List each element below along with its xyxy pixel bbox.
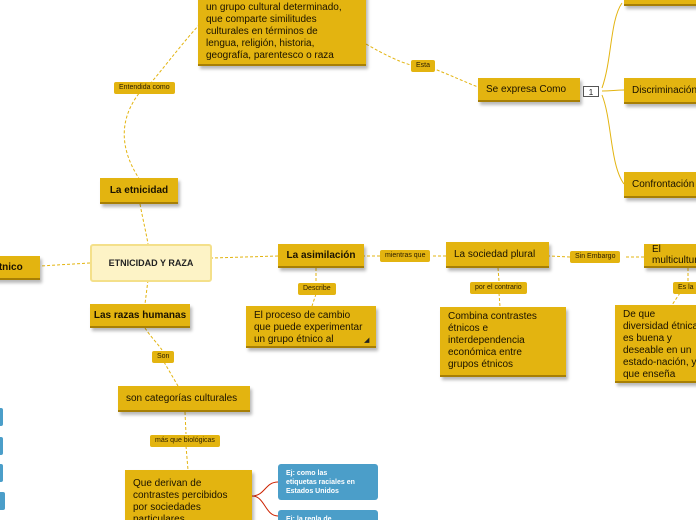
node-categorias-culturales[interactable]: son categorías culturales <box>118 386 250 412</box>
expand-corner-icon[interactable]: ◢ <box>364 337 370 344</box>
offscreen-example-2[interactable] <box>0 437 3 455</box>
example-ej2[interactable]: Ej: la regla de <box>278 510 378 520</box>
connector-sociedad-porcontrario <box>497 267 500 282</box>
connector-etnicidad-central <box>139 203 149 245</box>
node-proceso-cambio[interactable]: El proceso de cambio que puede experimen… <box>246 306 376 348</box>
label-por-el-contrario: por el contrario <box>470 282 527 294</box>
connector-etnicidad-entendida <box>123 91 141 181</box>
connector-razas-son <box>144 327 163 351</box>
node-diversidad[interactable]: De que diversidad étnica es buena y dese… <box>615 305 696 383</box>
list-icon[interactable]: 1 <box>583 86 599 97</box>
connector-porcontrario-combina <box>498 292 501 308</box>
connector-derivan-ej2 <box>251 495 279 517</box>
node-grupo-cultural[interactable]: un grupo cultural determinado, que compa… <box>198 0 366 66</box>
label-describe: Describe <box>298 283 336 295</box>
offscreen-example-3[interactable] <box>0 464 3 482</box>
connector-derivan-ej1 <box>251 481 279 497</box>
label-mas-que-biologicas: más que biológicas <box>150 435 220 447</box>
offscreen-example-4[interactable] <box>0 492 5 510</box>
node-se-expresa-como[interactable]: Se expresa Como <box>478 78 580 102</box>
node-discriminacion[interactable]: Discriminación <box>624 78 696 104</box>
connector-sinembargo-sociedad <box>548 255 571 258</box>
connector-seexpresa-confrontacion <box>601 94 625 185</box>
connector-son-categorias <box>163 361 179 387</box>
central-topic[interactable]: ETNICIDAD Y RAZA <box>90 244 212 282</box>
offscreen-example-1[interactable] <box>0 408 3 426</box>
node-multiculturalismo[interactable]: El multiculturalismo <box>644 244 696 268</box>
connector-masque-derivan <box>185 445 189 471</box>
connector-categorias-masque <box>184 411 187 435</box>
node-razas-humanas[interactable]: Las razas humanas <box>90 304 190 328</box>
connector-esla-diversidad <box>671 292 681 306</box>
node-la-etnicidad[interactable]: La etnicidad <box>100 178 178 204</box>
connector-describe-proceso <box>311 293 317 307</box>
node-derivan[interactable]: Que derivan de contrastes percibidos por… <box>125 470 252 520</box>
connector-seexpresa-top <box>601 2 623 89</box>
connector-central-etnico <box>39 262 91 267</box>
example-ej1[interactable]: Ej: como las etiquetas raciales en Estad… <box>278 464 378 500</box>
label-mientras-que: mientras que <box>380 250 431 262</box>
connector-asimilacion-central <box>211 255 279 259</box>
label-son: Son <box>152 351 175 363</box>
label-sin-embargo: Sin Embargo <box>570 251 621 263</box>
connector-esta-seexpresa <box>431 67 479 88</box>
node-etnico-left[interactable]: étnico <box>0 256 40 280</box>
connector-central-razas <box>144 279 149 305</box>
node-combina[interactable]: Combina contrastes étnicos e interdepend… <box>440 307 566 377</box>
node-la-asimilacion[interactable]: La asimilación <box>278 244 364 268</box>
connector-seexpresa-discriminacion <box>601 89 625 92</box>
node-confrontacion[interactable]: Confrontación <box>624 172 696 198</box>
node-top-partial[interactable] <box>624 0 696 6</box>
connector-grupo-esta <box>365 43 412 66</box>
label-es-la: Es la <box>673 282 696 294</box>
label-entendida-como: Entendida como <box>114 82 175 94</box>
node-sociedad-plural[interactable]: La sociedad plural <box>446 242 549 268</box>
connector-entendida-grupo <box>149 23 201 85</box>
label-esta: Esta <box>411 60 436 72</box>
